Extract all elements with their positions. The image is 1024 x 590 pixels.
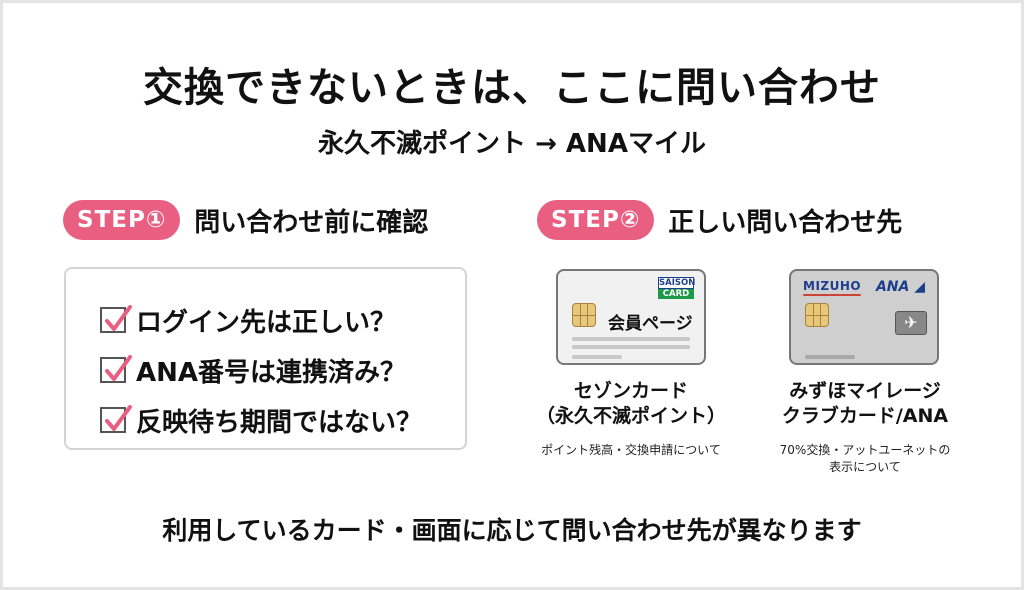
ic-chip-icon xyxy=(572,303,596,327)
saison-card-title: セゾンカード （永久不滅ポイント） xyxy=(535,380,726,427)
checklist-item: 反映待ち期間ではない？ xyxy=(100,395,465,445)
subtitle: 永久不滅ポイント → ANAマイル xyxy=(318,129,706,159)
step1-header: STEP① 問い合わせ前に確認 xyxy=(63,200,435,243)
step2-badge: STEP② xyxy=(537,200,655,240)
checklist: ログイン先は正しい？ ANA番号は連携済み？ 反映待ち期間ではない？ xyxy=(64,267,467,450)
ana-logo: ANA ◢ xyxy=(875,279,925,295)
infographic: 交換できないときは、ここに問い合わせ 永久不滅ポイント → ANAマイル STE… xyxy=(3,3,1021,587)
airplane-icon: ✈ xyxy=(895,311,927,335)
member-page-label: 会員ページ xyxy=(608,314,693,334)
checkbox-checked-icon xyxy=(100,305,132,333)
ic-chip-icon xyxy=(805,303,829,327)
saison-card-note: ポイント残高・交換申請について xyxy=(541,443,721,457)
saison-card-image: SAISON CARD 会員ページ xyxy=(556,269,706,365)
step2-label: 正しい問い合わせ先 xyxy=(638,202,909,243)
step2-header: STEP② 正しい問い合わせ先 xyxy=(537,200,909,243)
checklist-item: ANA番号は連携済み？ xyxy=(100,345,465,395)
checkbox-checked-icon xyxy=(100,405,132,433)
checklist-item: ログイン先は正しい？ xyxy=(100,295,465,345)
mizuho-ana-card-image: MIZUHO ANA ◢ ✈ xyxy=(789,269,939,365)
saison-card-logo: SAISON CARD xyxy=(658,277,696,299)
step1-label: 問い合わせ前に確認 xyxy=(164,202,435,243)
mizuho-card-note: 70%交換・アットユーネットの 表示について xyxy=(779,443,951,474)
mizuho-logo: MIZUHO xyxy=(803,279,862,296)
page-title: 交換できないときは、ここに問い合わせ xyxy=(135,55,889,117)
checkbox-checked-icon xyxy=(100,355,132,383)
mizuho-card-title: みずほマイレージ クラブカード/ANA xyxy=(781,380,949,427)
step1-badge: STEP① xyxy=(63,200,181,240)
footer-note: 利用しているカード・画面に応じて問い合わせ先が異なります xyxy=(162,516,862,545)
